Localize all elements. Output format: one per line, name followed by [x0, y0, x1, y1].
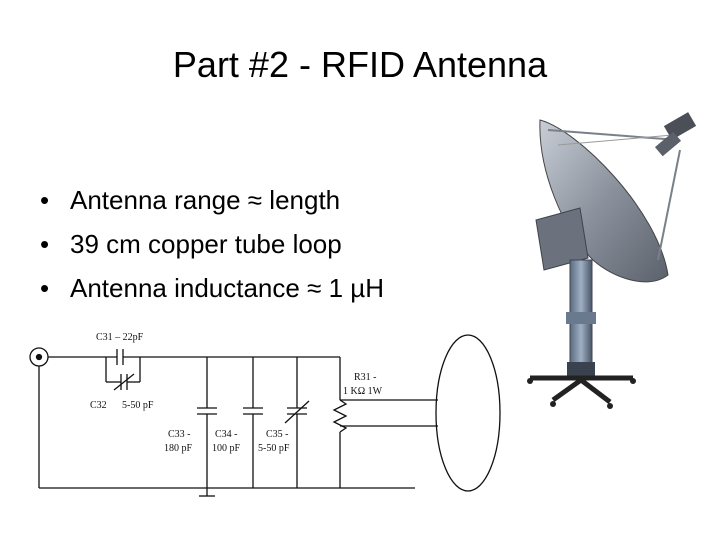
c34-label: C34 -: [215, 429, 238, 440]
bullet-icon: •: [40, 185, 50, 215]
slide-title: Part #2 - RFID Antenna: [172, 44, 548, 85]
c33-value: 180 pF: [164, 443, 193, 454]
c32-value: 5-50 pF: [122, 400, 154, 411]
bullet-list: • Antenna range ≈ length • 39 cm copper tu…: [40, 178, 384, 310]
antenna-circuit-schematic: C31 – 22pF C32 5-50 pF C33 - 180 pF C34 …: [29, 332, 501, 497]
r31-label: R31 -: [354, 372, 377, 383]
bullet-item: • Antenna range ≈ length: [40, 178, 384, 222]
c35-value: 5-50 pF: [258, 443, 290, 454]
r31-value: 1 KΩ 1W: [343, 386, 383, 397]
bullet-text: Antenna range ≈ length: [70, 185, 341, 215]
c34-value: 100 pF: [212, 443, 241, 454]
bullet-icon: •: [40, 273, 50, 303]
c31-label: C31 – 22pF: [96, 332, 144, 343]
c33-label: C33 -: [168, 429, 191, 440]
satellite-dish-icon: [527, 112, 697, 409]
bullet-text: Antenna inductance ≈ 1 µH: [70, 273, 385, 303]
c35-label: C35 -: [266, 429, 289, 440]
bullet-item: • 39 cm copper tube loop: [40, 222, 384, 266]
bullet-icon: •: [40, 229, 50, 259]
c32-label: C32: [90, 400, 107, 411]
bullet-item: • Antenna inductance ≈ 1 µH: [40, 266, 384, 310]
bullet-text: 39 cm copper tube loop: [70, 229, 342, 259]
